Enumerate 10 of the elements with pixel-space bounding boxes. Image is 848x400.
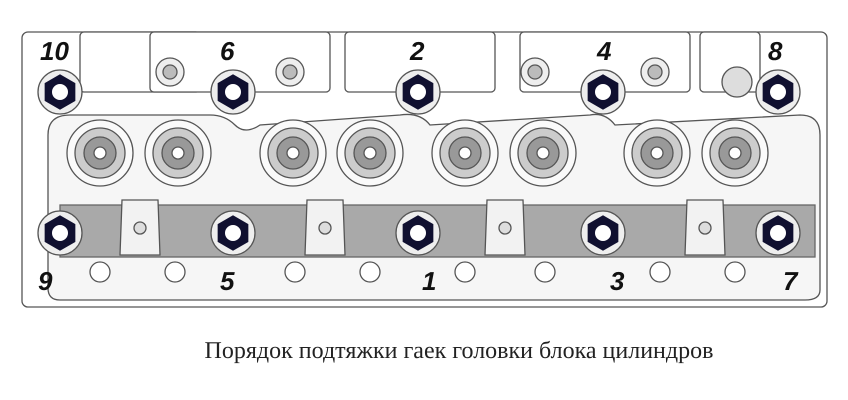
callout-number: 8	[768, 38, 782, 64]
callout-number: 10	[40, 38, 69, 64]
callout-number: 7	[783, 268, 798, 294]
callout-number: 6	[220, 38, 234, 64]
callout-number: 4	[597, 38, 612, 64]
callout-number: 2	[410, 38, 424, 64]
callout-number: 5	[220, 268, 234, 294]
callout-number: 3	[610, 268, 624, 294]
caption: Порядок подтяжки гаек головки блока цилиндров	[204, 338, 714, 364]
callout-number: 1	[422, 268, 436, 294]
